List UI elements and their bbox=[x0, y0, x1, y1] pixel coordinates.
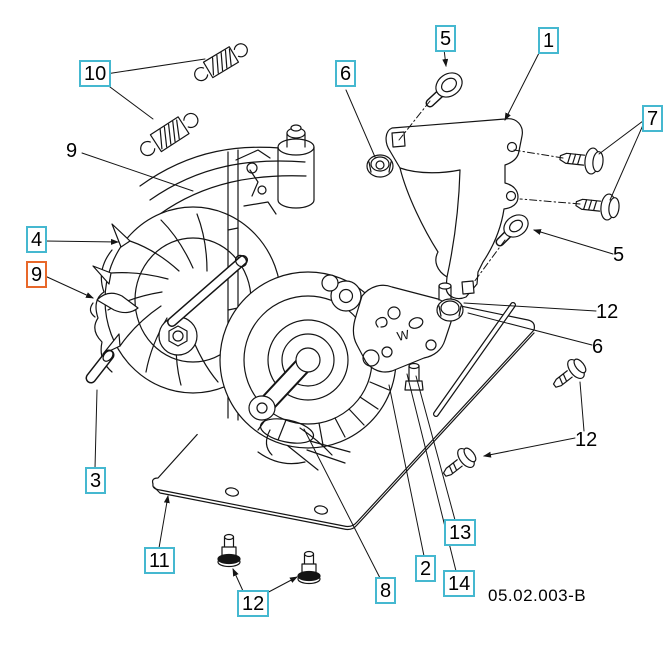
stud-12-bottomright bbox=[298, 552, 320, 584]
engine-assembly: W bbox=[90, 125, 451, 470]
callout-12-mid: 12 bbox=[575, 429, 598, 451]
callout-12-bottom[interactable]: 12 bbox=[237, 590, 270, 617]
screw-5-top bbox=[430, 68, 467, 103]
belt-guide-vanes bbox=[258, 428, 332, 470]
callout-7[interactable]: 7 bbox=[642, 105, 664, 132]
mount-plate: W bbox=[354, 285, 452, 372]
callout-4[interactable]: 4 bbox=[26, 226, 48, 253]
fuel-pump bbox=[278, 125, 314, 208]
callout-11[interactable]: 11 bbox=[144, 547, 175, 574]
spring-1 bbox=[191, 39, 251, 85]
drawing-code: 05.02.003-B bbox=[488, 586, 587, 605]
callout-12-right: 12 bbox=[596, 301, 619, 323]
callout-6-right: 6 bbox=[592, 336, 604, 358]
callout-13[interactable]: 13 bbox=[444, 519, 477, 546]
bolt-12-left bbox=[438, 444, 480, 484]
mount-bracket bbox=[386, 119, 551, 299]
choke-lever bbox=[90, 293, 138, 317]
callout-8[interactable]: 8 bbox=[375, 577, 397, 604]
callout-6-topleft[interactable]: 6 bbox=[335, 60, 357, 87]
spring-2 bbox=[136, 108, 202, 160]
control-rod bbox=[172, 253, 249, 322]
bolt-7-upper bbox=[559, 145, 604, 175]
callout-1[interactable]: 1 bbox=[538, 27, 560, 54]
callout-9-top: 9 bbox=[66, 140, 78, 162]
callout-5-right: 5 bbox=[613, 244, 625, 266]
callout-5-top[interactable]: 5 bbox=[435, 25, 457, 52]
leader-lines bbox=[45, 49, 643, 595]
carburetor-linkage bbox=[236, 150, 276, 214]
callout-10[interactable]: 10 bbox=[79, 60, 112, 87]
pivot-pin bbox=[91, 349, 115, 378]
stud-nut-cluster bbox=[437, 283, 463, 321]
callout-2[interactable]: 2 bbox=[415, 555, 437, 582]
w-stamp: W bbox=[396, 327, 412, 344]
callout-14[interactable]: 14 bbox=[443, 570, 476, 597]
screw-5-right bbox=[500, 210, 533, 242]
callout-3[interactable]: 3 bbox=[85, 467, 107, 494]
callout-9-highlighted[interactable]: 9 bbox=[26, 261, 48, 288]
bolt-12-upper bbox=[548, 355, 590, 395]
stud-12-bottomleft bbox=[218, 535, 240, 567]
bolt-7-lower bbox=[575, 191, 620, 221]
crankcase bbox=[220, 272, 396, 448]
belt-keeper-rod bbox=[436, 305, 513, 414]
nut-6-topleft bbox=[367, 155, 393, 177]
